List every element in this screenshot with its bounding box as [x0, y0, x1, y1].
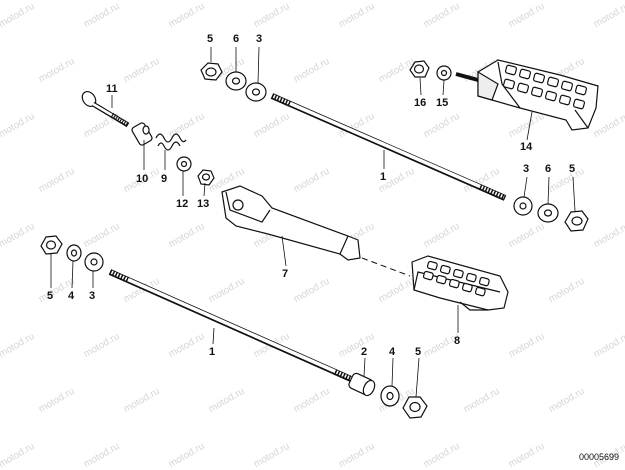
washer-4-lower-left — [66, 244, 82, 262]
callout-4-lower-right: 4 — [389, 346, 396, 358]
sleeve-10 — [131, 122, 153, 146]
rod-lower — [108, 269, 362, 386]
callout-15: 15 — [436, 97, 449, 109]
callout-1-lower: 1 — [209, 346, 216, 358]
diagram-code: 00005699 — [578, 452, 619, 462]
callout-12: 12 — [176, 198, 189, 210]
nut-16 — [409, 60, 430, 78]
footrest-8 — [411, 255, 509, 311]
callout-3-top-left: 3 — [256, 33, 263, 45]
callout-5-top-left: 5 — [207, 33, 214, 45]
washer-4-lower-right — [380, 385, 400, 407]
washer-6-right — [537, 203, 559, 223]
callout-1-upper: 1 — [380, 171, 387, 183]
washer-3-top-left — [245, 82, 267, 102]
callout-2: 2 — [361, 346, 368, 358]
nut-top-left — [200, 62, 223, 81]
washer-12 — [176, 156, 192, 172]
callout-9: 9 — [161, 173, 168, 185]
washer-3-lower-left — [84, 252, 104, 272]
nut-lower-right — [402, 396, 428, 419]
callout-6-right: 6 — [545, 163, 552, 175]
leader-lines — [50, 46, 576, 398]
callout-6-top-left: 6 — [233, 33, 240, 45]
callout-13: 13 — [197, 198, 210, 210]
washer-3-right — [513, 196, 533, 216]
washer-15 — [436, 65, 452, 81]
callout-3-lower-left: 3 — [89, 290, 96, 302]
callout-5-lower-right: 5 — [415, 346, 422, 358]
callout-16: 16 — [414, 97, 427, 109]
bolt-11 — [81, 90, 130, 128]
spring-9 — [155, 133, 187, 151]
callout-7: 7 — [282, 268, 289, 280]
callout-5-lower-left: 5 — [47, 290, 54, 302]
nut-right — [564, 210, 589, 232]
callout-5-right: 5 — [569, 163, 576, 175]
footrest-14 — [455, 59, 599, 131]
callout-8: 8 — [454, 335, 461, 347]
callout-14: 14 — [520, 141, 533, 153]
washer-6-top-left — [225, 71, 247, 91]
bracket-7 — [221, 185, 361, 261]
nut-13 — [197, 169, 215, 186]
bushing-2 — [348, 372, 376, 397]
callout-3-right: 3 — [523, 163, 530, 175]
nut-lower-left — [40, 235, 63, 255]
center-line — [361, 257, 411, 277]
callout-4-lower-left: 4 — [68, 290, 75, 302]
callout-11: 11 — [106, 83, 118, 95]
callout-10: 10 — [136, 173, 149, 185]
rod-upper — [270, 93, 507, 201]
